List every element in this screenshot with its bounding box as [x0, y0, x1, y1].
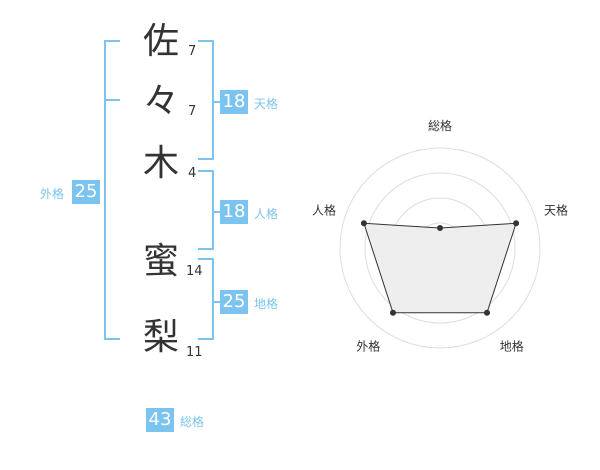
stroke-count-1: 7 — [188, 44, 197, 59]
radar-axis-label-3: 地格 — [500, 339, 524, 354]
chikaku-bracket — [198, 258, 214, 340]
stroke-count-3: 4 — [188, 166, 197, 181]
name-char-5: 梨 — [142, 317, 179, 358]
soukaku-badge: 43 — [146, 408, 174, 432]
chikaku-badge: 25 — [220, 290, 248, 314]
radar-axis-label-4: 外格 — [356, 339, 380, 354]
jinkaku-label: 人格 — [254, 207, 279, 221]
jinkaku-connector — [212, 211, 220, 213]
radar-axis-label-2: 天格 — [544, 202, 568, 217]
radar-point-3 — [484, 309, 491, 316]
radar-point-4 — [389, 309, 396, 316]
stroke-count-5: 11 — [186, 345, 203, 360]
radar-point-2 — [513, 220, 520, 227]
name-char-2: 々 — [142, 81, 179, 122]
radar-polygon — [363, 222, 517, 314]
chikaku-connector — [212, 301, 220, 303]
chikaku-label: 地格 — [254, 297, 279, 311]
stroke-count-2: 7 — [188, 104, 197, 119]
radar-axis-label-5: 人格 — [312, 202, 336, 217]
radar-ring-4 — [339, 147, 541, 349]
tenkaku-connector — [212, 101, 220, 103]
tenkaku-badge: 18 — [220, 90, 248, 114]
name-char-3: 木 — [142, 143, 179, 184]
radar-ring-3 — [364, 172, 516, 324]
radar-axis-label-1: 総格 — [428, 118, 452, 133]
stroke-count-4: 14 — [186, 264, 203, 279]
soukaku-label: 総格 — [180, 415, 205, 429]
gaikaku-bracket — [104, 40, 120, 340]
gaikaku-bracket-tick — [104, 99, 120, 101]
radar-point-5 — [360, 220, 367, 227]
radar-points — [360, 220, 520, 316]
radar-shape — [363, 222, 517, 314]
tenkaku-bracket — [198, 40, 214, 160]
name-char-4: 蜜 — [142, 241, 179, 282]
gaikaku-label: 外格 — [40, 187, 65, 201]
jinkaku-bracket — [198, 170, 214, 250]
radar-point-1 — [437, 225, 443, 231]
jinkaku-badge: 18 — [220, 200, 248, 224]
tenkaku-label: 天格 — [254, 97, 279, 111]
gaikaku-badge: 25 — [72, 180, 100, 204]
name-char-1: 佐 — [142, 21, 179, 62]
